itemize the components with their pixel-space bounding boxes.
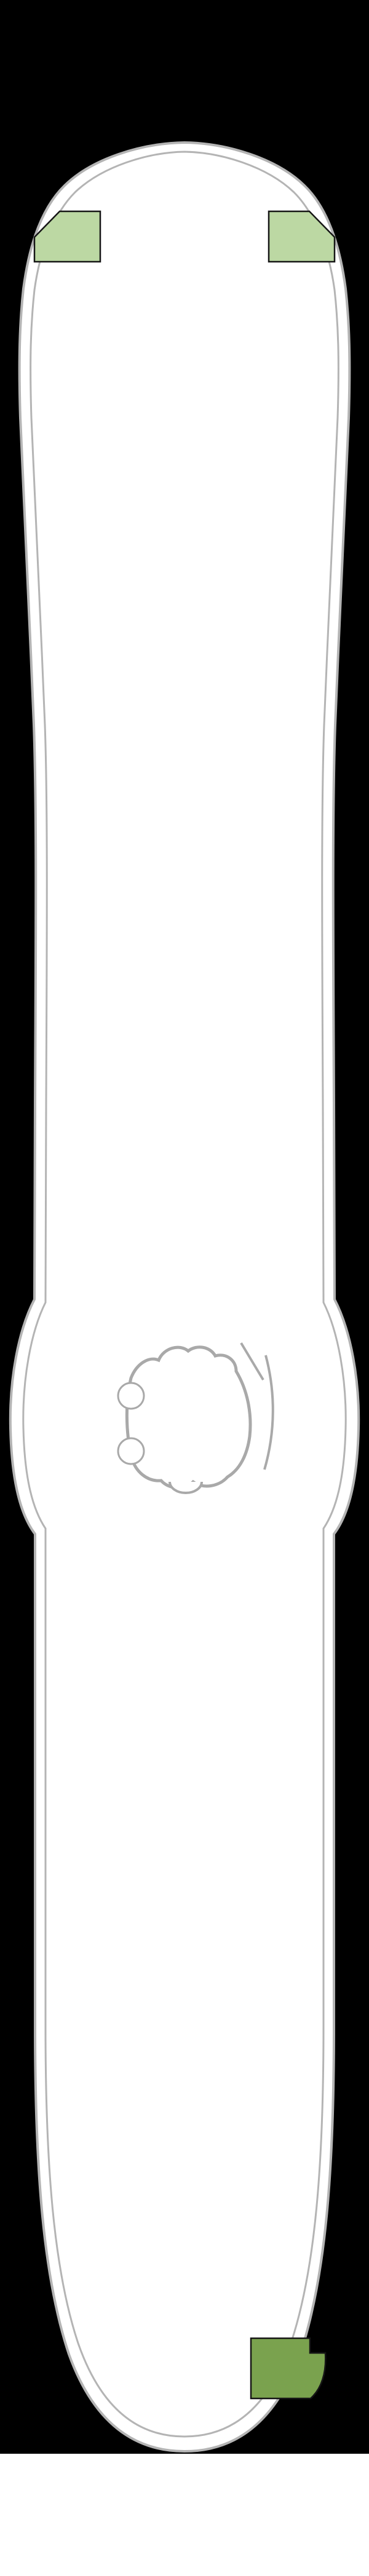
page-footer-area — [0, 2454, 369, 2576]
cabin-8502-shape[interactable] — [268, 210, 336, 263]
cabin-8002-shape[interactable] — [33, 210, 101, 263]
atrium-outline — [117, 1342, 274, 1494]
hull-outer-line — [9, 141, 360, 2453]
cabin-8668-shape[interactable] — [250, 2337, 327, 2400]
hull-inner-line — [22, 151, 347, 2438]
